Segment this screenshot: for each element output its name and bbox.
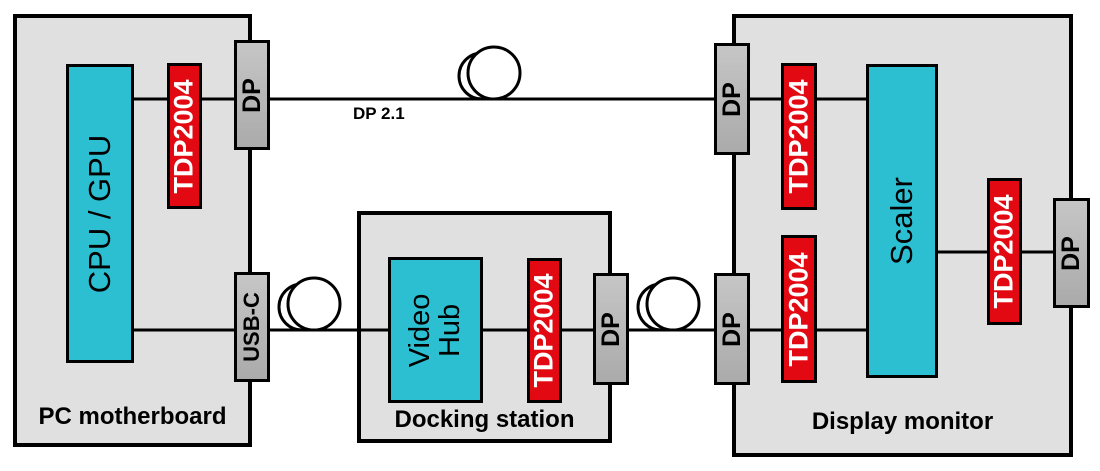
monitor-redriver-bottom-label: TDP2004	[783, 251, 814, 367]
cpu-gpu-chip: CPU / GPU	[66, 64, 134, 363]
monitor-dp-out-port: DP	[1053, 198, 1090, 308]
monitor-dp-in-top-port: DP	[714, 43, 750, 155]
display-monitor-label: Display monitor	[811, 408, 994, 435]
monitor-redriver-top-label: TDP2004	[783, 79, 814, 194]
video-hub-chip: Video Hub	[388, 257, 483, 403]
docking-station-label: Docking station	[394, 406, 575, 433]
pc-motherboard-label: PC motherboard	[38, 403, 227, 430]
motherboard-usbc-port: USB-C	[234, 272, 270, 382]
monitor-redriver-output-label: TDP2004	[989, 194, 1020, 309]
motherboard-redriver-label: TDP2004	[169, 78, 200, 194]
dock-redriver-label: TDP2004	[529, 273, 560, 388]
motherboard-dp-port: DP	[234, 40, 270, 150]
cpu-gpu-chip-label: CPU / GPU	[82, 134, 117, 293]
dock-dp-port-label: DP	[596, 311, 625, 347]
monitor-redriver-top: TDP2004	[781, 63, 817, 210]
dock-redriver: TDP2004	[527, 258, 562, 403]
scaler-chip-label: Scaler	[884, 177, 919, 265]
monitor-dp-in-bottom-label: DP	[717, 311, 746, 347]
motherboard-redriver: TDP2004	[167, 63, 202, 209]
motherboard-dp-port-label: DP	[237, 77, 266, 113]
monitor-redriver-output: TDP2004	[987, 178, 1022, 325]
dp-cable-version-label: DP 2.1	[353, 104, 405, 123]
cable-coil-dp	[457, 45, 522, 101]
monitor-dp-in-top-label: DP	[717, 81, 746, 117]
motherboard-usbc-port-label: USB-C	[239, 292, 265, 362]
video-hub-chip-label: Video Hub	[404, 293, 467, 367]
cable-coil-usbc	[277, 276, 342, 332]
cable-coil-dock-to-monitor	[636, 276, 701, 332]
docking-station-board: Docking station	[357, 211, 612, 443]
dock-dp-port: DP	[593, 273, 629, 385]
monitor-redriver-bottom: TDP2004	[781, 235, 817, 383]
monitor-dp-in-bottom-port: DP	[714, 273, 750, 385]
monitor-dp-out-label: DP	[1057, 235, 1086, 271]
scaler-chip: Scaler	[866, 64, 938, 378]
